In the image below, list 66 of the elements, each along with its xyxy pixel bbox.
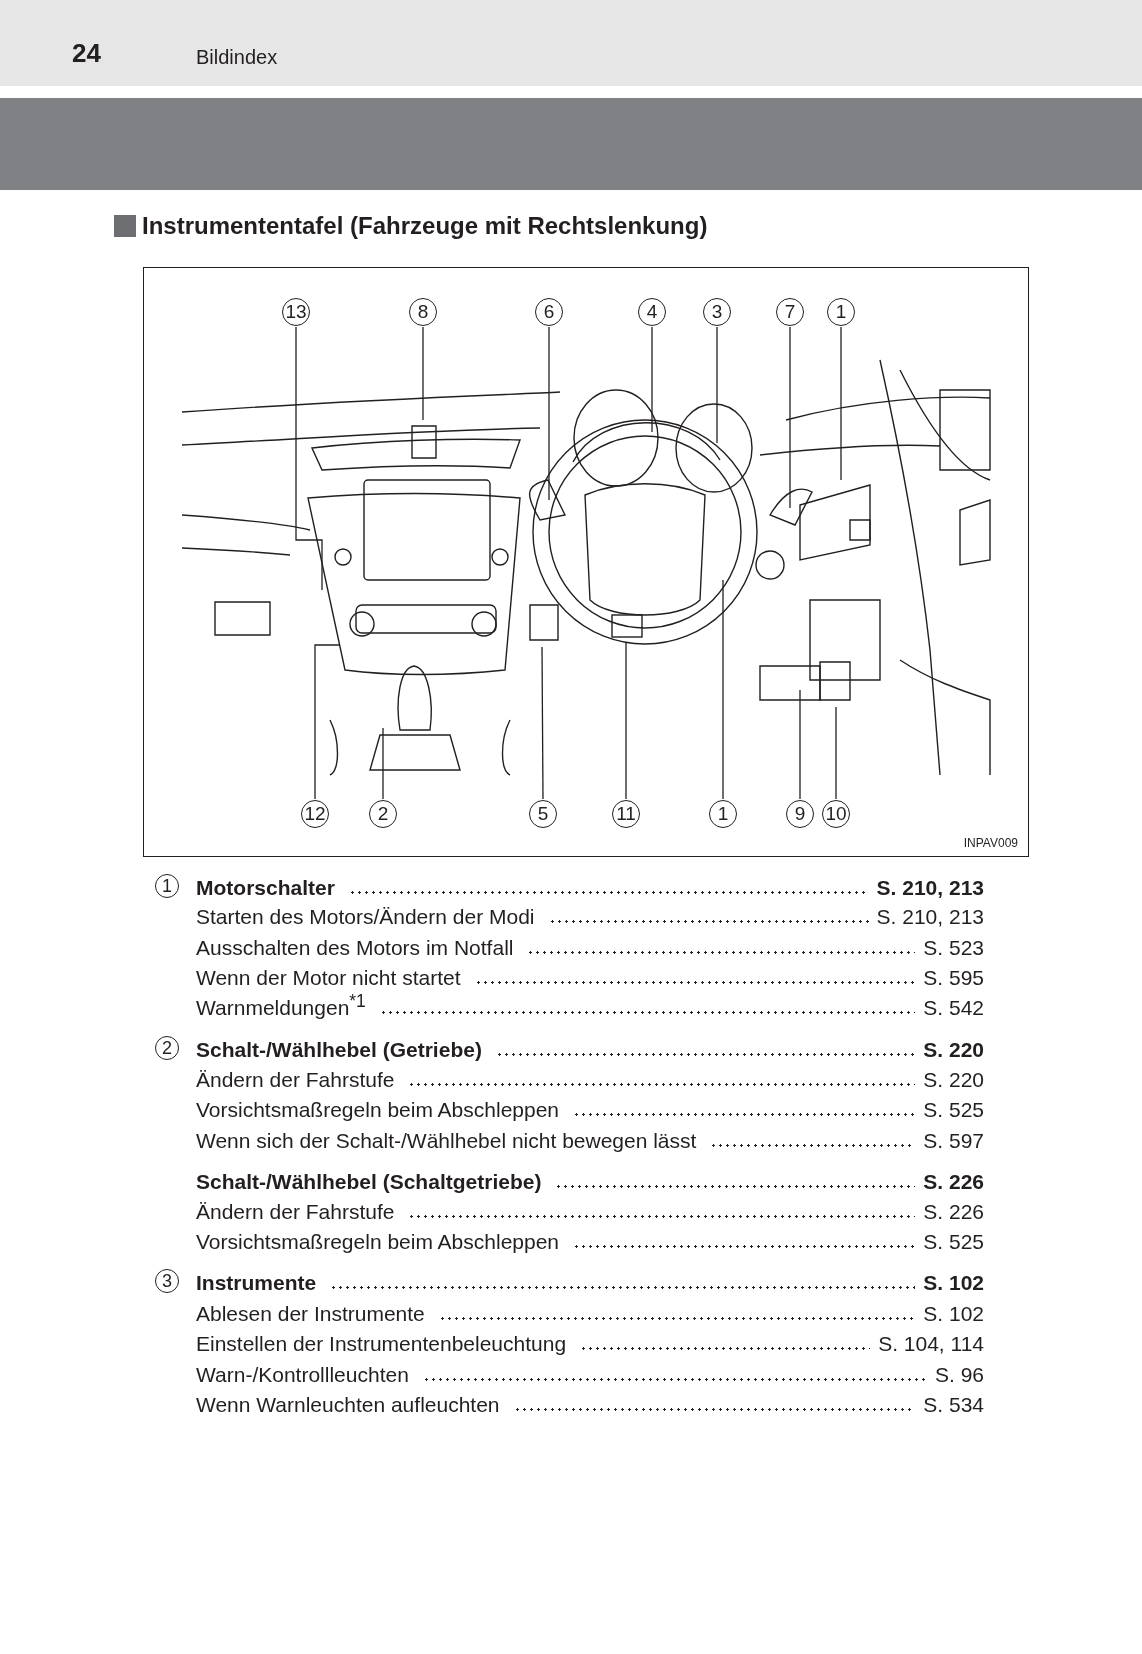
entry-text: Wenn der Motor nicht startet bbox=[196, 966, 461, 990]
callout-number: 3 bbox=[703, 298, 731, 326]
callout-number: 5 bbox=[529, 800, 557, 828]
entry-text: Schalt-/Wählhebel (Getriebe) bbox=[196, 1038, 482, 1062]
leader-line bbox=[314, 644, 341, 800]
entry-text: Ablesen der Instrumente bbox=[196, 1302, 425, 1326]
page-reference: S. 96 bbox=[934, 1363, 984, 1387]
entry-text: Starten des Motors/Ändern der Modi bbox=[196, 905, 535, 929]
entry-text: Vorsichtsmaßregeln beim Abschleppen bbox=[196, 1098, 560, 1122]
page-reference: S. 226 bbox=[923, 1170, 984, 1194]
page-reference: S. 220 bbox=[923, 1068, 984, 1092]
leader-line bbox=[548, 326, 550, 501]
figure-code: INPAV009 bbox=[963, 836, 1018, 850]
callout-number: 8 bbox=[409, 298, 437, 326]
callout-number: 12 bbox=[301, 800, 329, 828]
entry-text: Vorsichtsmaßregeln beim Abschleppen bbox=[196, 1230, 560, 1254]
page-reference: S. 542 bbox=[923, 996, 984, 1020]
page-number: 24 bbox=[72, 38, 101, 69]
entry-text: Warnmeldungen$^{*1}$ bbox=[196, 991, 366, 1020]
leader-line bbox=[840, 326, 842, 481]
leader-line bbox=[651, 326, 653, 433]
entry-text: Wenn sich der Schalt-/Wählhebel nicht bewegen lässt bbox=[196, 1129, 697, 1153]
callout-number: 11 bbox=[612, 800, 640, 828]
section-heading: Instrumententafel (Fahrzeuge mit Rechtslenkung) bbox=[142, 212, 708, 240]
page-reference: S. 597 bbox=[923, 1129, 984, 1153]
entry-text: Instrumente bbox=[196, 1271, 317, 1295]
page-reference: S. 226 bbox=[923, 1200, 984, 1224]
leader-line bbox=[295, 326, 323, 591]
entry-text: Ändern der Fahrstufe bbox=[196, 1200, 395, 1224]
leader-line bbox=[799, 689, 801, 800]
page-reference: S. 210, 213 bbox=[876, 905, 984, 929]
entry-text: Motorschalter bbox=[196, 876, 335, 900]
callout-number: 7 bbox=[776, 298, 804, 326]
entry-text: Schalt-/Wählhebel (Schaltgetriebe) bbox=[196, 1170, 542, 1194]
entry-text: Ausschalten des Motors im Notfall bbox=[196, 936, 514, 960]
page-reference: S. 523 bbox=[923, 936, 984, 960]
leader-line bbox=[422, 326, 424, 421]
leader-line bbox=[625, 642, 627, 800]
callout-number: 4 bbox=[638, 298, 666, 326]
page-reference: S. 534 bbox=[923, 1393, 984, 1417]
leader-line bbox=[722, 579, 724, 800]
entry-text: Warn-/Kontrollleuchten bbox=[196, 1363, 409, 1387]
page-reference: S. 102 bbox=[923, 1271, 984, 1295]
callout-number: 1 bbox=[709, 800, 737, 828]
leader-line bbox=[382, 727, 384, 800]
entry-text: Wenn Warnleuchten aufleuchten bbox=[196, 1393, 500, 1417]
page-reference: S. 102 bbox=[923, 1302, 984, 1326]
callout-number: 9 bbox=[786, 800, 814, 828]
page-reference: S. 104, 114 bbox=[878, 1332, 984, 1356]
leader-line bbox=[541, 646, 544, 800]
page-reference: S. 220 bbox=[923, 1038, 984, 1062]
callout-number: 6 bbox=[535, 298, 563, 326]
leader-line bbox=[716, 326, 718, 444]
callout-number: 1 bbox=[827, 298, 855, 326]
callout-number: 2 bbox=[369, 800, 397, 828]
leader-line bbox=[789, 326, 791, 509]
leader-line bbox=[835, 706, 837, 800]
page-reference: S. 525 bbox=[923, 1098, 984, 1122]
page-reference: S. 525 bbox=[923, 1230, 984, 1254]
callout-number: 10 bbox=[822, 800, 850, 828]
section-name: Bildindex bbox=[196, 46, 278, 69]
callout-number: 13 bbox=[282, 298, 310, 326]
page-reference: S. 595 bbox=[923, 966, 984, 990]
entry-text: Ändern der Fahrstufe bbox=[196, 1068, 395, 1092]
entry-text: Einstellen der Instrumentenbeleuchtung bbox=[196, 1332, 567, 1356]
page-reference: S. 210, 213 bbox=[876, 876, 984, 900]
